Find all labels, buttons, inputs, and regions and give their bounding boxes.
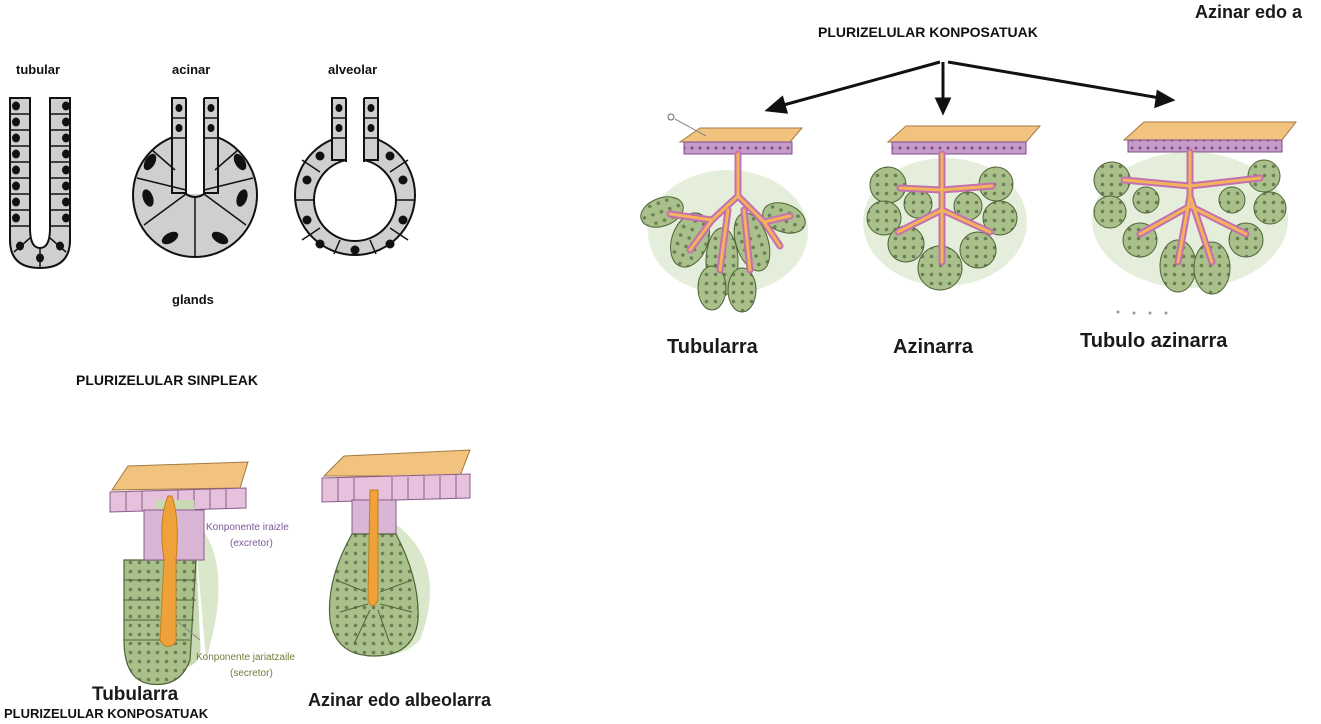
glands-caption: glands <box>172 292 214 307</box>
tubular-label: tubular <box>16 62 60 77</box>
branch-arrows <box>768 62 1172 112</box>
bottom-footer-title: PLURIZELULAR KONPOSATUAK <box>4 706 208 721</box>
bottom-acinar-gland <box>322 450 470 656</box>
compound-type-azinarra: Azinarra <box>893 336 973 359</box>
compound-acinar-gland <box>863 126 1040 290</box>
compound-section-title: PLURIZELULAR KONPOSATUAK <box>818 24 1038 40</box>
compound-tubuloacinar-gland <box>1092 122 1296 315</box>
simple-acinar-gland <box>133 96 257 257</box>
simple-alveolar-gland <box>295 96 415 255</box>
simple-tubular-gland <box>10 98 70 268</box>
bottom-azinar-label: Azinar edo albeolarra <box>308 690 491 711</box>
compound-tubular-gland <box>637 114 810 312</box>
secretor-label-line2: (secretor) <box>230 668 273 679</box>
compound-type-tubulo-azinarra: Tubulo azinarra <box>1080 330 1227 353</box>
simple-section-title: PLURIZELULAR SINPLEAK <box>76 372 258 388</box>
cut-off-title: Azinar edo a <box>1195 2 1321 22</box>
bottom-tubularra-label: Tubularra <box>92 684 178 706</box>
excretor-label-line2: (excretor) <box>230 538 273 549</box>
excretor-label-line1: Konponente iraizle <box>206 522 289 533</box>
secretor-label-line1: Konponente jariatzaile <box>196 652 295 663</box>
compound-type-tubularra: Tubularra <box>667 336 758 359</box>
acinar-label: acinar <box>172 62 210 77</box>
alveolar-label: alveolar <box>328 62 377 77</box>
